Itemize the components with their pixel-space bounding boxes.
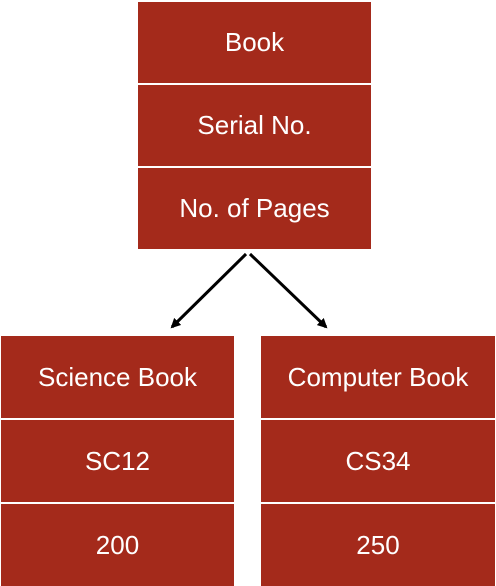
class-box-book: Book Serial No. No. of Pages: [138, 2, 371, 249]
value-pages-250: 250: [261, 504, 495, 586]
class-box-science-book: Science Book SC12 200: [1, 336, 234, 586]
value-serial-sc12: SC12: [1, 420, 234, 502]
attribute-no-of-pages: No. of Pages: [138, 168, 371, 249]
value-pages-200: 200: [1, 504, 234, 586]
value-serial-cs34: CS34: [261, 420, 495, 502]
arrow-to-science-book: [170, 252, 248, 329]
arrow-to-computer-book: [248, 252, 328, 329]
class-title-computer-book: Computer Book: [261, 336, 495, 418]
class-title-book: Book: [138, 2, 371, 83]
class-title-science-book: Science Book: [1, 336, 234, 418]
attribute-serial-no: Serial No.: [138, 85, 371, 166]
class-box-computer-book: Computer Book CS34 250: [261, 336, 495, 586]
